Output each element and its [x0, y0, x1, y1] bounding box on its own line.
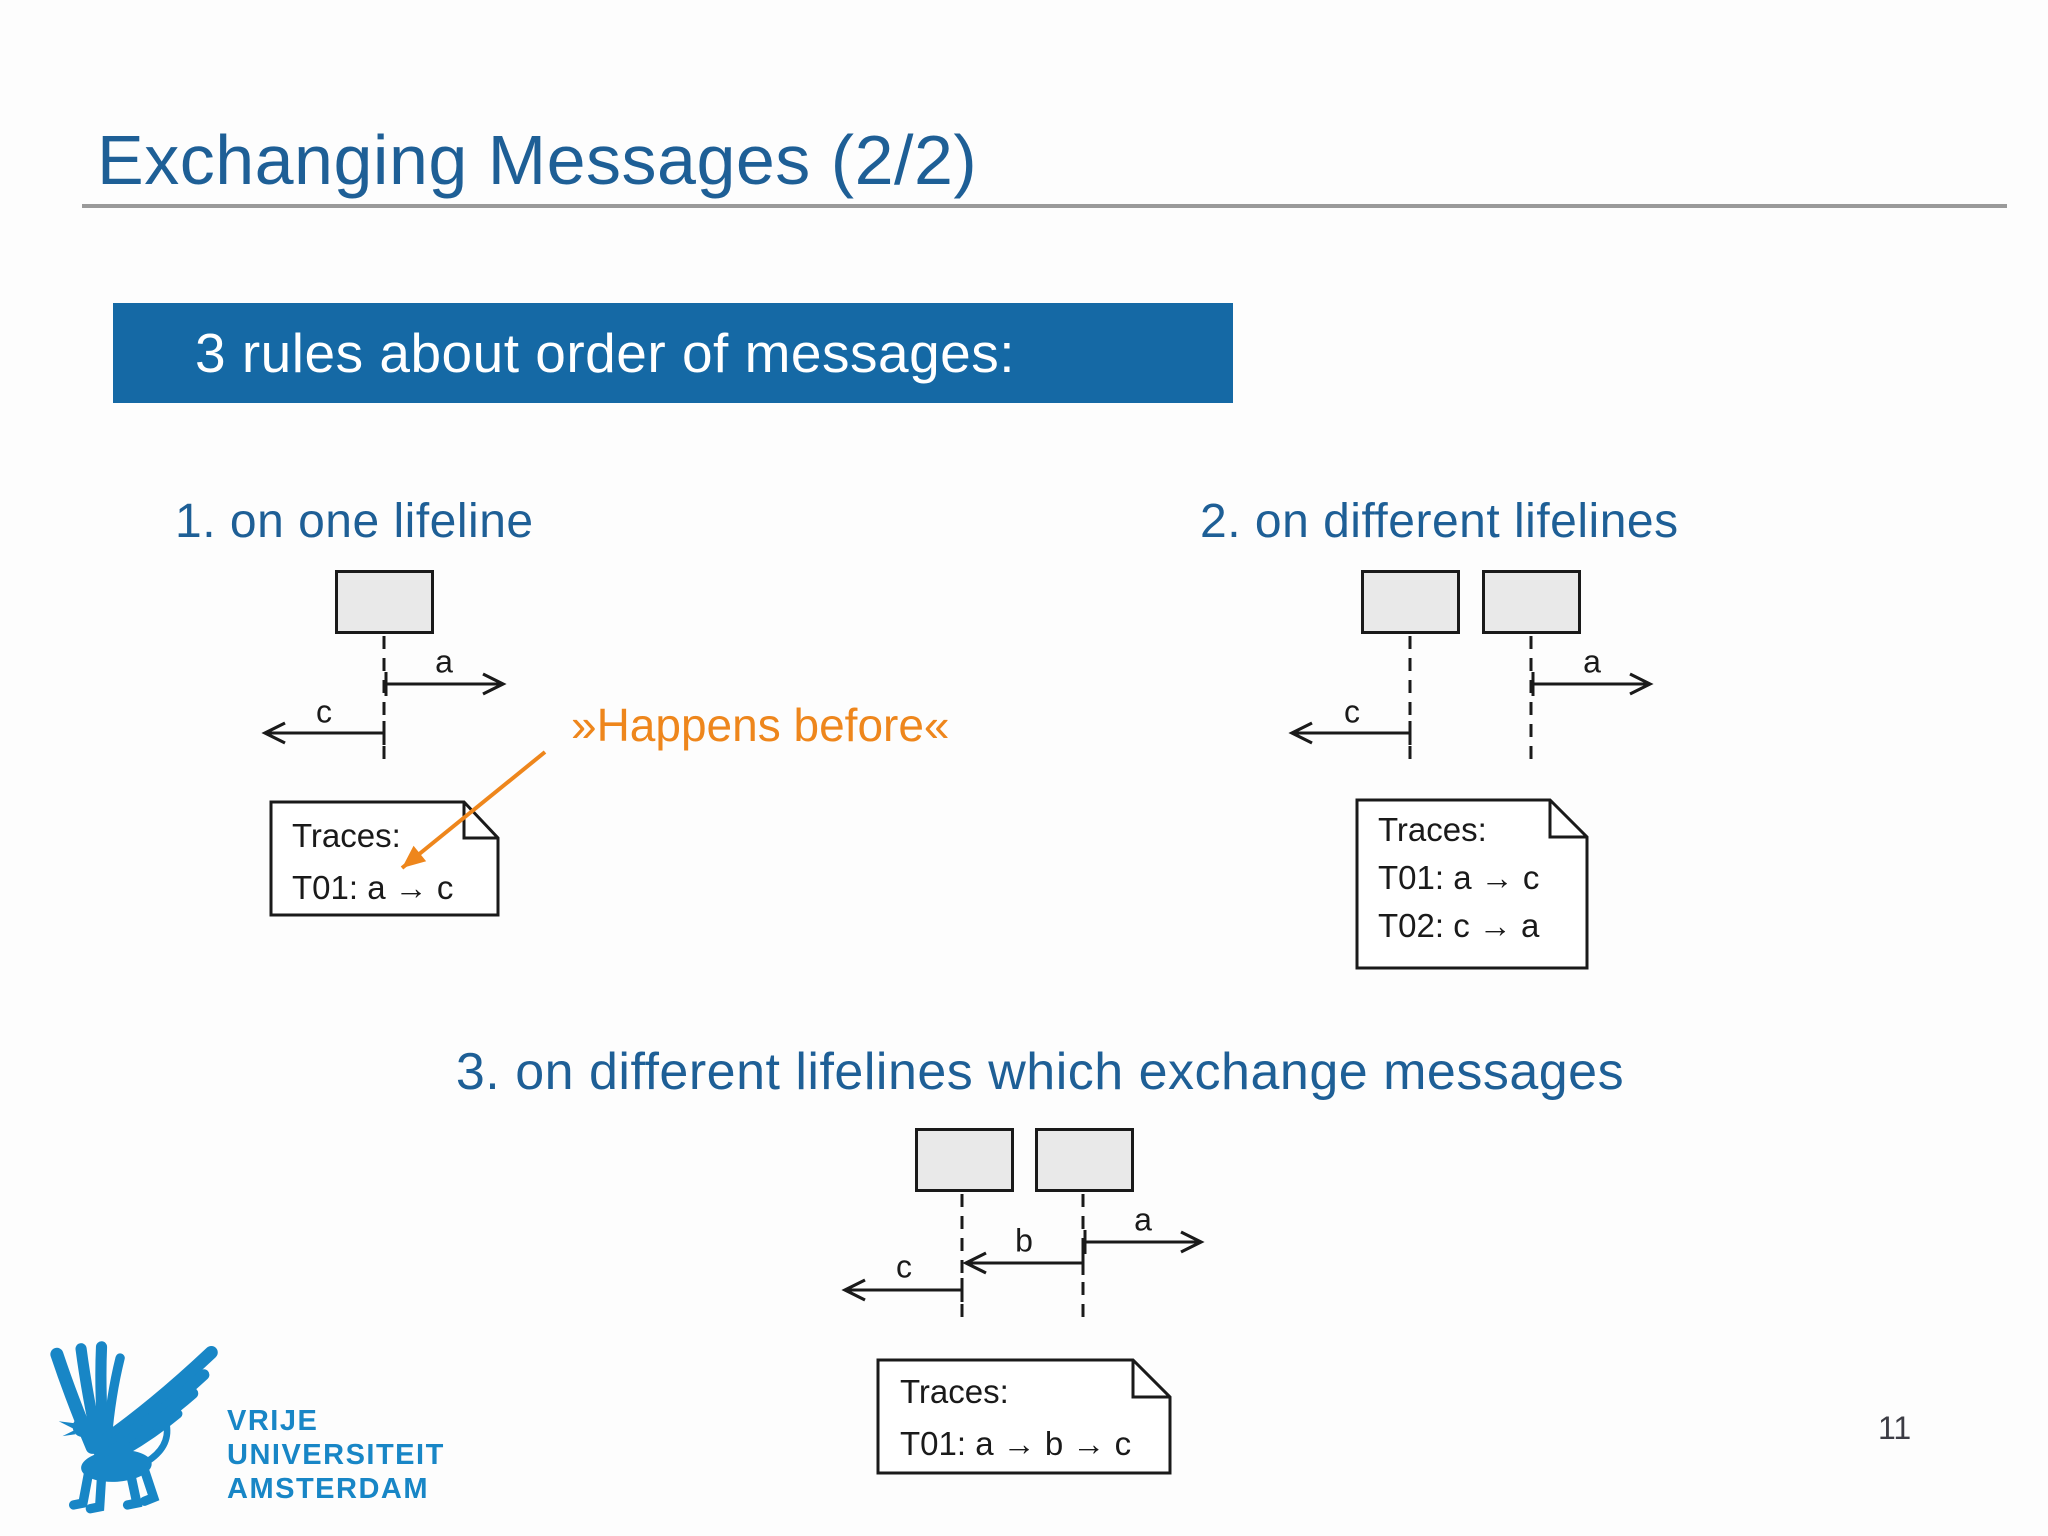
d2-message-c-label: c [1344, 693, 1360, 730]
happens-before-annotation: »Happens before« [571, 699, 950, 751]
d3-message-a-label: a [1134, 1201, 1152, 1238]
trace-line: T01: a → b → c [900, 1425, 1132, 1462]
d1-message-c-label: c [316, 693, 332, 730]
d1-message-a-label: a [435, 643, 453, 680]
note-title: Traces: [900, 1373, 1009, 1410]
d1-note-shape [269, 800, 500, 917]
d2-traces-note: Traces: T01: a → c T02: c → a [1378, 806, 1539, 950]
d2-lifeline-head-box-2 [1482, 570, 1581, 634]
d2-message-a-label: a [1583, 643, 1601, 680]
d2-note-shape [1355, 798, 1589, 970]
d3-note-fold [1131, 1360, 1170, 1399]
vu-wordmark-line: AMSTERDAM [227, 1473, 429, 1505]
d3-lifeline-head-box-2 [1035, 1128, 1134, 1192]
title-divider [82, 204, 2007, 208]
vu-griffin-logo-icon [50, 1341, 218, 1514]
trace-line: T01: a → c [292, 869, 454, 906]
rules-banner-label: 3 rules about order of messages: [195, 322, 1016, 384]
d3-lifeline-head-box-1 [915, 1128, 1014, 1192]
d2-lifeline-head-box-1 [1361, 570, 1460, 634]
happens-before-pointer-arrow [400, 750, 547, 870]
d3-message-b-label: b [1015, 1222, 1033, 1259]
section-1-heading: 1. on one lifeline [175, 495, 534, 548]
note-title: Traces: [292, 817, 401, 854]
section-2-heading: 2. on different lifelines [1200, 495, 1679, 548]
d3-traces-note: Traces: T01: a → b → c [900, 1366, 1131, 1470]
trace-line: T02: c → a [1378, 907, 1540, 944]
d2-note-fold [1548, 800, 1587, 839]
vu-wordmark-line: VRIJE [227, 1405, 319, 1437]
trace-line: T01: a → c [1378, 859, 1540, 896]
vu-wordmark-line: UNIVERSITEIT [227, 1439, 445, 1471]
vu-wordmark: VRIJE UNIVERSITEIT AMSTERDAM [227, 1404, 445, 1506]
d1-note-fold [462, 802, 498, 840]
rules-banner: 3 rules about order of messages: [113, 303, 1233, 403]
section-3-heading: 3. on different lifelines which exchange… [455, 1043, 1625, 1101]
page-number: 11 [1878, 1410, 1912, 1446]
d1-lifeline-head-box [335, 570, 434, 634]
note-title: Traces: [1378, 811, 1487, 848]
d3-message-c-label: c [896, 1248, 912, 1285]
d1-traces-note: Traces: T01: a → c [292, 810, 453, 914]
d3-note-shape [876, 1358, 1172, 1475]
slide-title: Exchanging Messages (2/2) [97, 121, 978, 199]
